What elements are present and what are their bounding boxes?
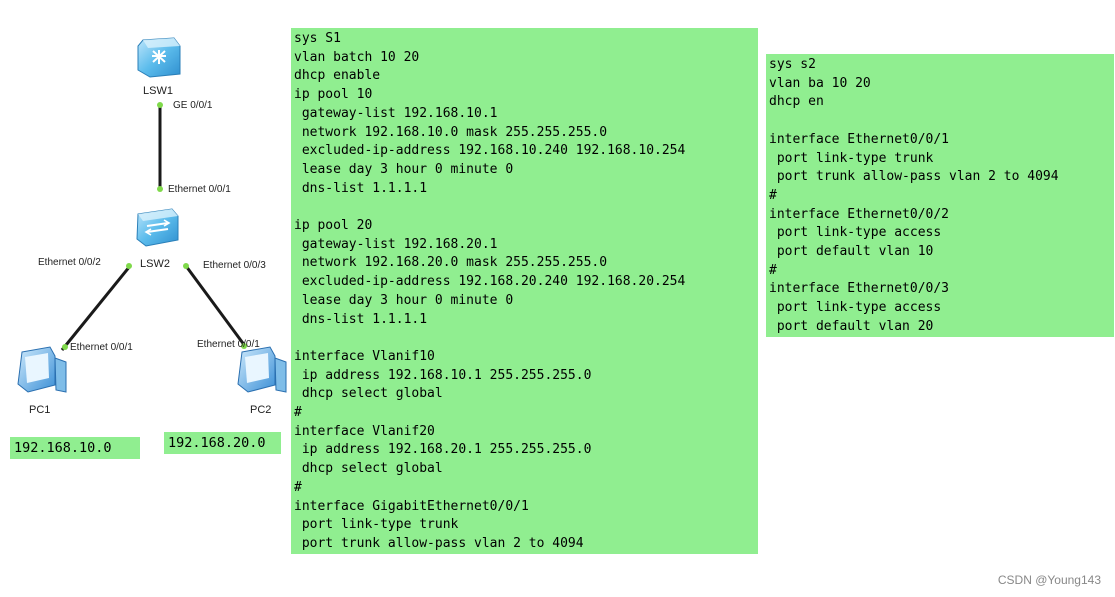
pc2-label: PC2 — [250, 404, 272, 416]
port-label-lsw2-left: Ethernet 0/0/2 — [38, 257, 101, 268]
lsw2-label: LSW2 — [140, 258, 170, 270]
pc2-subnet-label: 192.168.20.0 — [164, 432, 281, 454]
link-lsw2-pc2 — [184, 265, 247, 347]
lsw1-switch-icon — [137, 37, 181, 78]
s1-config-block: sys S1 vlan batch 10 20 dhcp enable ip p… — [291, 28, 758, 554]
pc1-computer-icon — [17, 346, 67, 393]
pc1-subnet-label: 192.168.10.0 — [10, 437, 140, 459]
s2-config-block: sys s2 vlan ba 10 20 dhcp en interface E… — [766, 54, 1114, 337]
network-topology — [17, 37, 287, 393]
lsw2-switch-icon — [136, 208, 179, 247]
port-dot — [241, 343, 247, 349]
port-dot — [126, 263, 132, 269]
port-dot — [62, 344, 68, 350]
port-label-pc2: Ethernet 0/0/1 — [197, 339, 260, 350]
port-label-pc1: Ethernet 0/0/1 — [70, 342, 133, 353]
port-dot — [157, 186, 163, 192]
lsw1-label: LSW1 — [143, 85, 173, 97]
port-label-lsw1-ge: GE 0/0/1 — [173, 100, 213, 111]
port-dot — [157, 102, 163, 108]
pc1-label: PC1 — [29, 404, 51, 416]
pc2-computer-icon — [237, 346, 287, 393]
link-lsw2-pc1 — [60, 265, 132, 351]
port-dot — [183, 263, 189, 269]
port-label-lsw2-right: Ethernet 0/0/3 — [203, 260, 266, 271]
port-label-lsw2-up: Ethernet 0/0/1 — [168, 184, 231, 195]
csdn-watermark: CSDN @Young143 — [997, 573, 1101, 587]
